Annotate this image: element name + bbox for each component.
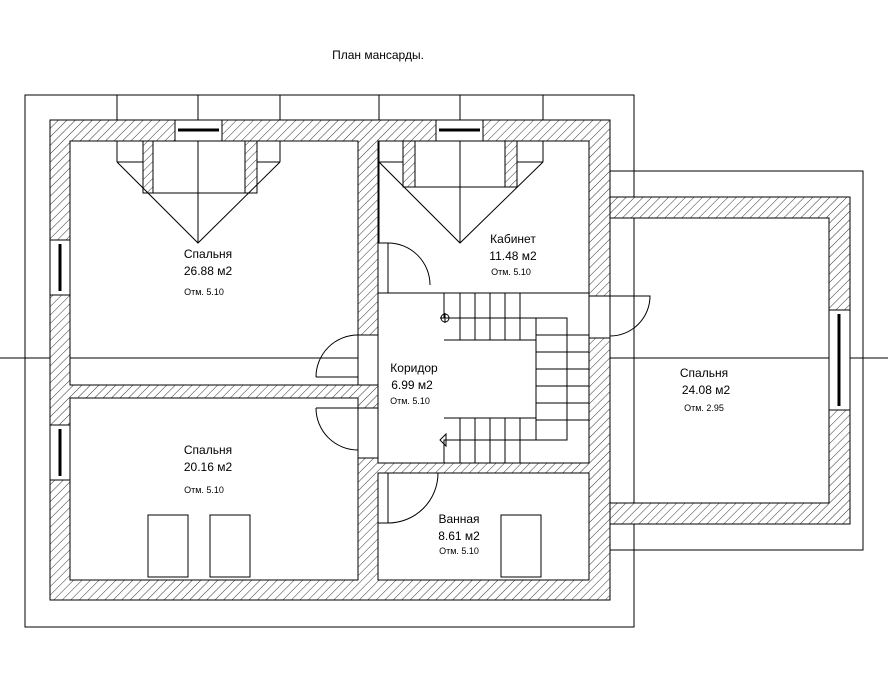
svg-text:Спальня: Спальня (680, 366, 728, 380)
svg-text:Ванная: Ванная (438, 512, 479, 526)
roof-valleys (116, 161, 544, 244)
annex-walls (609, 196, 851, 525)
svg-text:Отм. 2.95: Отм. 2.95 (684, 403, 724, 413)
corridor-floor (377, 292, 590, 464)
svg-text:24.08 м2: 24.08 м2 (682, 383, 731, 397)
chimney-blocks (142, 140, 518, 194)
plan-title: План мансарды. (332, 48, 424, 62)
svg-text:Спальня: Спальня (184, 247, 232, 261)
svg-text:Отм. 5.10: Отм. 5.10 (390, 396, 430, 406)
room-label-study: Кабинет 11.48 м2 Отм. 5.10 (489, 232, 537, 277)
bed-left (147, 514, 189, 578)
bed-right (209, 514, 251, 578)
room-label-bedroom-2: Спальня 20.16 м2 Отм. 5.10 (184, 443, 233, 495)
opening-annex (588, 295, 611, 339)
windows (49, 119, 851, 481)
svg-text:20.16 м2: 20.16 м2 (184, 460, 233, 474)
svg-text:Отм. 5.10: Отм. 5.10 (491, 267, 531, 277)
doors (315, 242, 651, 524)
svg-text:Отм. 5.10: Отм. 5.10 (184, 287, 224, 297)
svg-text:26.88 м2: 26.88 м2 (184, 264, 233, 278)
svg-text:Спальня: Спальня (184, 443, 232, 457)
svg-text:8.61 м2: 8.61 м2 (438, 529, 480, 543)
svg-text:Отм. 5.10: Отм. 5.10 (439, 546, 479, 556)
svg-text:6.99 м2: 6.99 м2 (391, 378, 433, 392)
svg-text:Кабинет: Кабинет (490, 232, 536, 246)
svg-text:11.48 м2: 11.48 м2 (489, 249, 537, 263)
annex-outline (609, 170, 864, 551)
room-label-corridor: Коридор 6.99 м2 Отм. 5.10 (390, 361, 438, 406)
bath-fixture (500, 514, 542, 578)
main-outline (24, 94, 635, 628)
room-label-bedroom-3: Спальня 24.08 м2 Отм. 2.95 (680, 366, 731, 413)
svg-text:Коридор: Коридор (390, 361, 438, 375)
staircase (439, 293, 589, 463)
room-label-bedroom-1: Спальня 26.88 м2 Отм. 5.10 (184, 247, 233, 297)
svg-text:Отм. 5.10: Отм. 5.10 (184, 485, 224, 495)
room-label-bathroom: Ванная 8.61 м2 Отм. 5.10 (438, 512, 480, 556)
fixtures (147, 514, 542, 578)
